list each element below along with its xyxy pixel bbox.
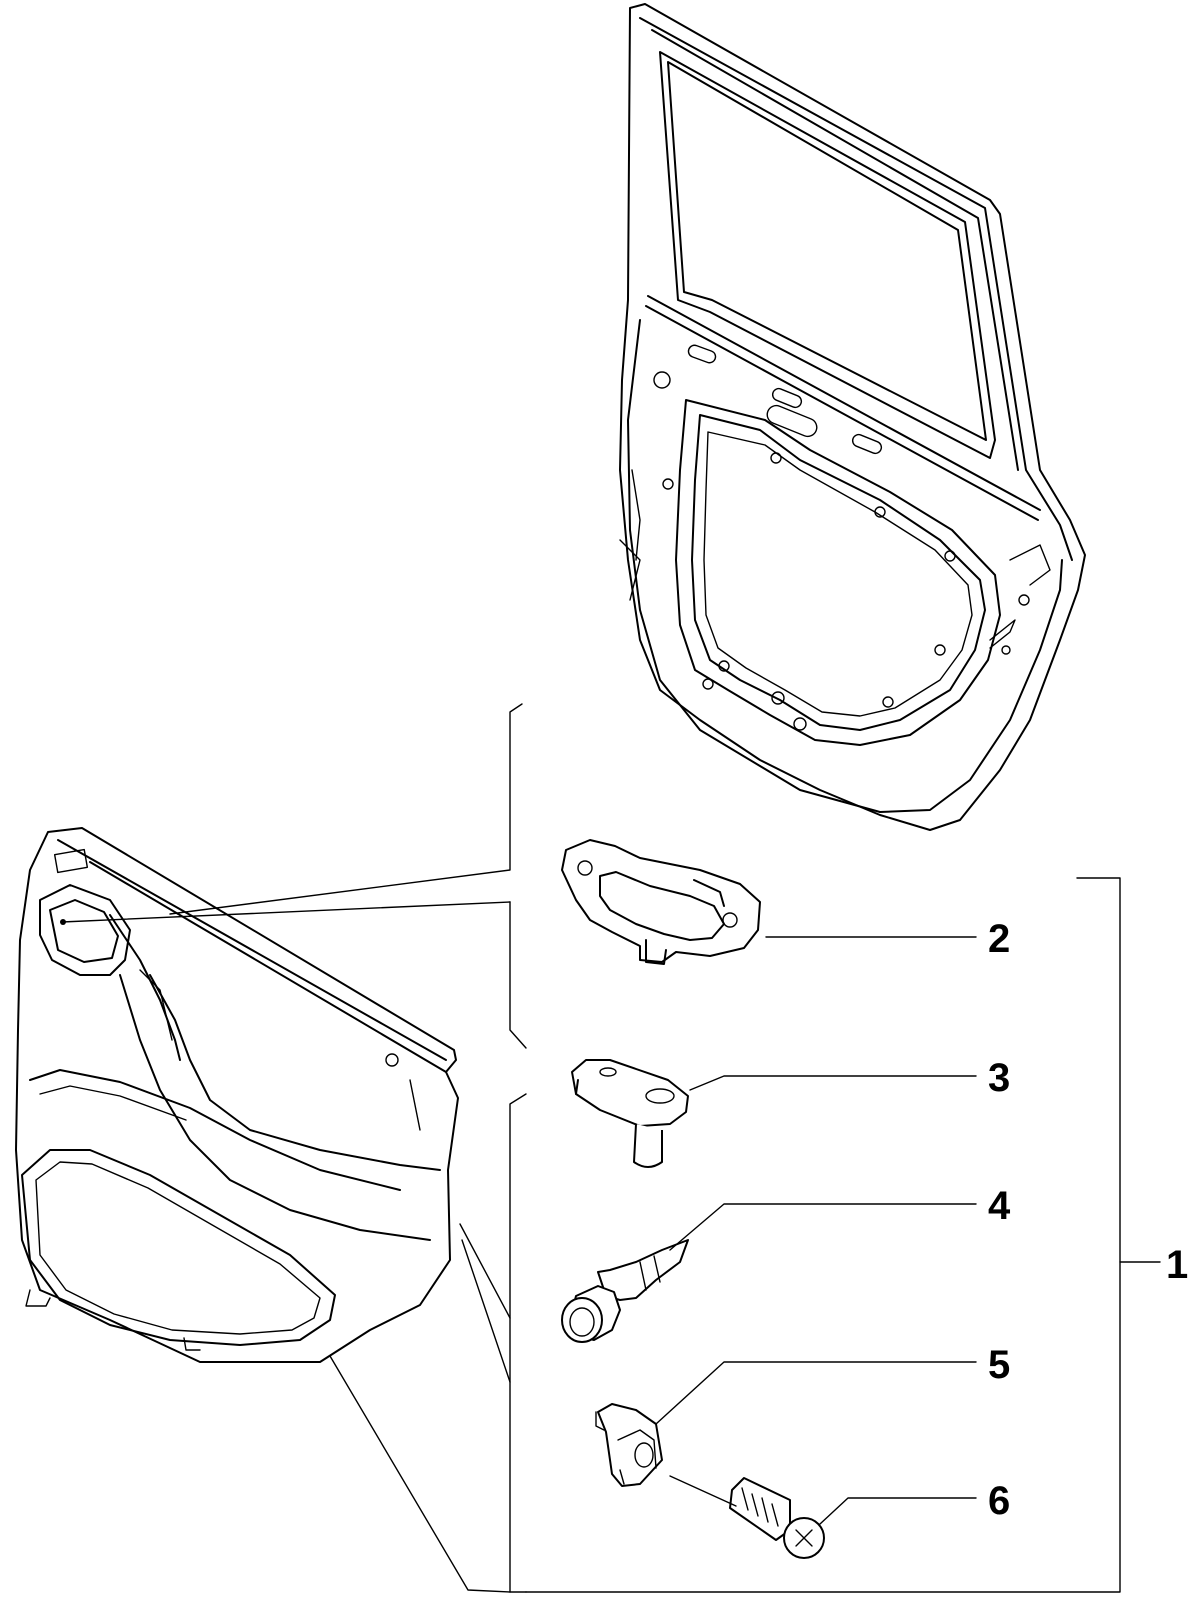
part-5-cage-nut xyxy=(595,1403,663,1487)
callout-1: 1 xyxy=(1166,1243,1188,1287)
callout-5: 5 xyxy=(988,1343,1010,1387)
callout-2: 2 xyxy=(988,917,1010,961)
door-trim-panel xyxy=(15,827,459,1363)
part-2-grab-handle xyxy=(561,839,761,965)
part-3-locating-pin xyxy=(571,1059,689,1168)
part-6-screw xyxy=(729,1477,825,1559)
part-4-push-clip xyxy=(561,1239,689,1343)
callout-6: 6 xyxy=(988,1479,1010,1523)
callout-3: 3 xyxy=(988,1056,1010,1100)
door-frame-shell xyxy=(619,3,1086,831)
leader-lines xyxy=(61,703,1161,1593)
callout-4: 4 xyxy=(988,1184,1011,1228)
